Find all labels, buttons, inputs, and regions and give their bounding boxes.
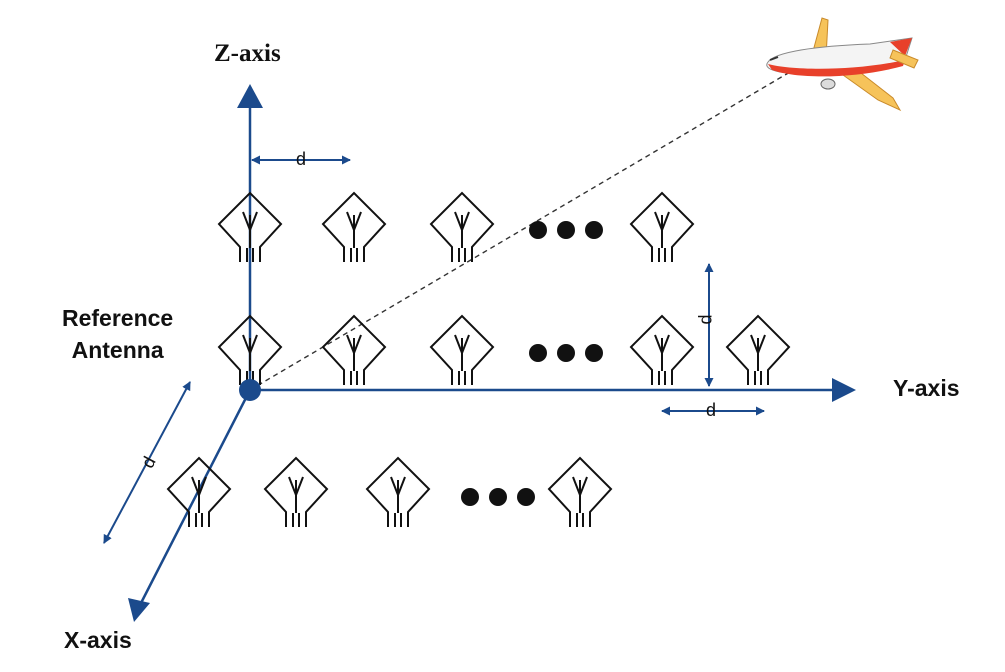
x-axis-arrowhead xyxy=(128,598,150,622)
z-axis-label: Z-axis xyxy=(214,40,281,67)
antenna-icon xyxy=(548,457,612,528)
z-axis-arrowhead xyxy=(237,84,263,108)
antenna-icon xyxy=(167,457,231,528)
reference-label-line2: Antenna xyxy=(71,337,164,363)
antenna-icon xyxy=(430,315,494,386)
airplane-icon xyxy=(766,17,919,112)
reference-label-line1: Reference xyxy=(62,305,174,331)
reference-antenna-label: Reference Antenna xyxy=(62,302,173,366)
spacing-label-y: d xyxy=(706,400,717,420)
antenna-icon xyxy=(630,315,694,386)
antenna-icon xyxy=(366,457,430,528)
ellipsis-dots-top xyxy=(529,221,603,239)
reference-antenna-dot xyxy=(239,379,261,401)
spacing-label-vertical: d xyxy=(695,314,716,325)
antenna-icon xyxy=(322,315,386,386)
x-axis-label: X-axis xyxy=(64,627,132,653)
antenna-icon xyxy=(264,457,328,528)
spacing-label-z: d xyxy=(296,149,307,169)
spacing-arrow-x-diagonal xyxy=(103,381,191,544)
ellipsis-dots-middle xyxy=(529,344,603,362)
y-axis-arrowhead xyxy=(832,378,856,402)
ellipsis-dots-bottom xyxy=(461,488,535,506)
antenna-icon xyxy=(630,192,694,263)
y-axis-label: Y-axis xyxy=(893,375,960,401)
x-axis-line xyxy=(138,389,252,606)
antenna-icon xyxy=(322,192,386,263)
antenna-icon xyxy=(726,315,790,386)
line-of-sight xyxy=(249,71,791,391)
